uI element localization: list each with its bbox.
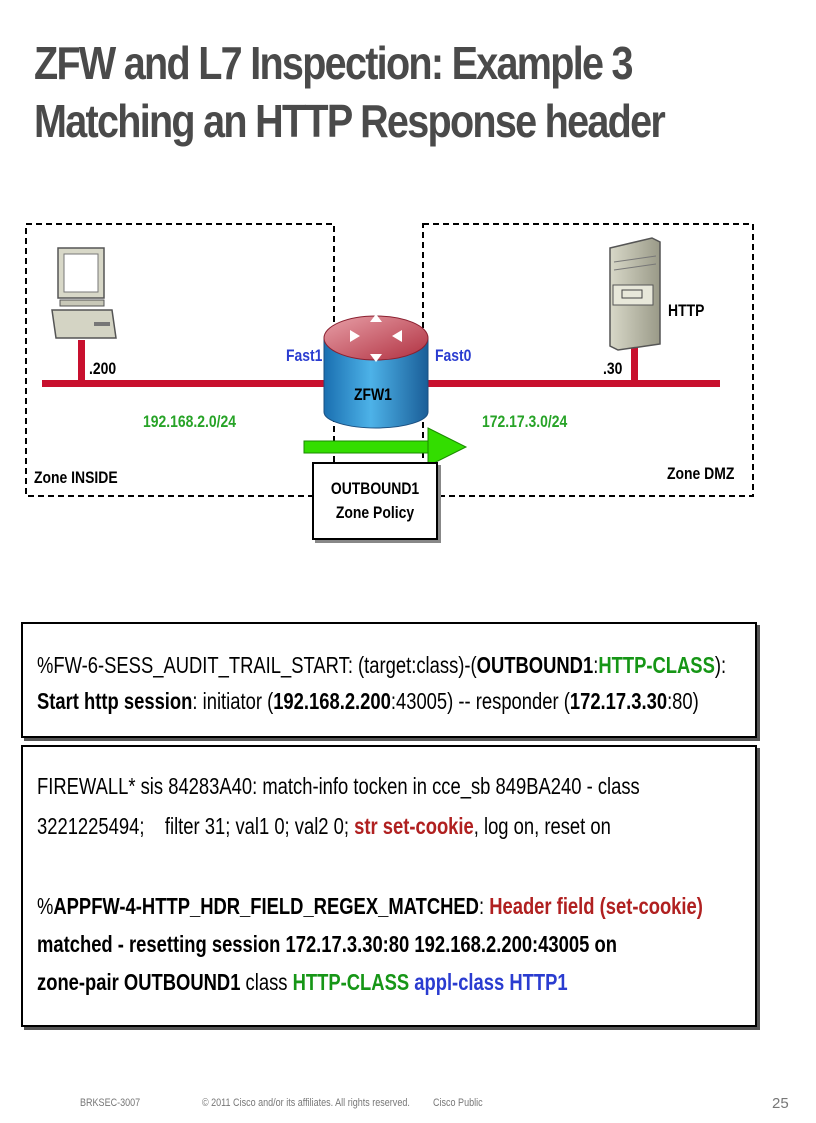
session-log-line-1: %FW-6-SESS_AUDIT_TRAIL_START: (target:cl… xyxy=(37,650,726,680)
log-text: ): xyxy=(714,652,727,678)
zone-inside-label: Zone INSIDE xyxy=(34,468,118,487)
log-text: : initiator ( xyxy=(192,688,274,714)
log-event: Start http session xyxy=(37,688,193,714)
pc-icon xyxy=(51,247,117,339)
footer-classification: Cisco Public xyxy=(433,1097,483,1109)
outbound-arrow xyxy=(303,427,468,467)
match-string: str set-cookie xyxy=(354,813,474,839)
footer-session-id: BRKSEC-3007 xyxy=(80,1097,141,1109)
class-name: HTTP-CLASS xyxy=(598,652,715,678)
zone-policy-name: OUTBOUND1 xyxy=(330,479,420,498)
server-ip-label: .30 xyxy=(603,359,623,378)
subnet-left-label: 192.168.2.0/24 xyxy=(143,412,237,431)
zone-dmz-label: Zone DMZ xyxy=(667,464,735,483)
zone-policy-box: OUTBOUND1 Zone Policy xyxy=(312,462,438,540)
inspection-log-box: FIREWALL* sis 84283A40: match-info tocke… xyxy=(21,745,757,1027)
server-icon xyxy=(609,237,661,351)
host-drop-line xyxy=(78,340,85,384)
host-ip-label: .200 xyxy=(89,359,117,378)
page-number: 25 xyxy=(772,1095,789,1112)
appl-class: appl-class HTTP1 xyxy=(409,969,568,995)
server-role-label: HTTP xyxy=(668,301,705,320)
policy-name: OUTBOUND1 xyxy=(476,652,594,678)
log-text: , log on, reset on xyxy=(473,813,611,839)
session-log-box: %FW-6-SESS_AUDIT_TRAIL_START: (target:cl… xyxy=(21,622,757,738)
interface-left-label: Fast1 xyxy=(286,346,323,365)
appfw-event: APPFW-4-HTTP_HDR_FIELD_REGEX_MATCHED xyxy=(53,893,479,919)
subnet-right-label: 172.17.3.0/24 xyxy=(482,412,568,431)
session-log-line-2: Start http session: initiator (192.168.2… xyxy=(37,686,699,716)
inspection-log-line-1: FIREWALL* sis 84283A40: match-info tocke… xyxy=(37,773,640,799)
log-text: :80) xyxy=(667,688,699,714)
log-text: %FW-6-SESS_AUDIT_TRAIL_START: (target:cl… xyxy=(37,652,477,678)
zone-dmz-boundary xyxy=(422,223,754,497)
title-line-1: ZFW and L7 Inspection: Example 3 xyxy=(34,37,634,89)
log-text: 3221225494; filter 31; val1 0; val2 0; xyxy=(37,813,355,839)
zone-pair: zone-pair OUTBOUND1 xyxy=(37,969,241,995)
log-text: :43005) -- responder ( xyxy=(390,688,570,714)
inspection-log-line-5: zone-pair OUTBOUND1 class HTTP-CLASS app… xyxy=(37,967,568,997)
network-diagram xyxy=(25,223,754,497)
router-icon xyxy=(323,314,429,429)
inspection-log-line-3: %APPFW-4-HTTP_HDR_FIELD_REGEX_MATCHED: H… xyxy=(37,891,703,921)
initiator-ip: 192.168.2.200 xyxy=(273,688,391,714)
log-text: : xyxy=(478,893,490,919)
header-field: Header field (set-cookie) xyxy=(489,893,703,919)
footer-copyright: © 2011 Cisco and/or its affiliates. All … xyxy=(202,1097,410,1109)
responder-ip: 172.17.3.30 xyxy=(569,688,668,714)
log-text: % xyxy=(37,893,54,919)
inspection-log-line-4: matched - resetting session 172.17.3.30:… xyxy=(37,931,617,957)
log-text: : xyxy=(593,652,599,678)
log-text: class xyxy=(240,969,293,995)
inspection-log-line-2: 3221225494; filter 31; val1 0; val2 0; s… xyxy=(37,811,611,841)
server-drop-line xyxy=(631,346,638,384)
zone-policy-caption: Zone Policy xyxy=(335,503,415,522)
interface-right-label: Fast0 xyxy=(435,346,472,365)
title-line-2: Matching an HTTP Response header xyxy=(34,95,666,147)
class-name: HTTP-CLASS xyxy=(292,969,410,995)
router-label: ZFW1 xyxy=(354,385,392,404)
slide-title: ZFW and L7 Inspection: Example 3 Matchin… xyxy=(34,34,688,150)
